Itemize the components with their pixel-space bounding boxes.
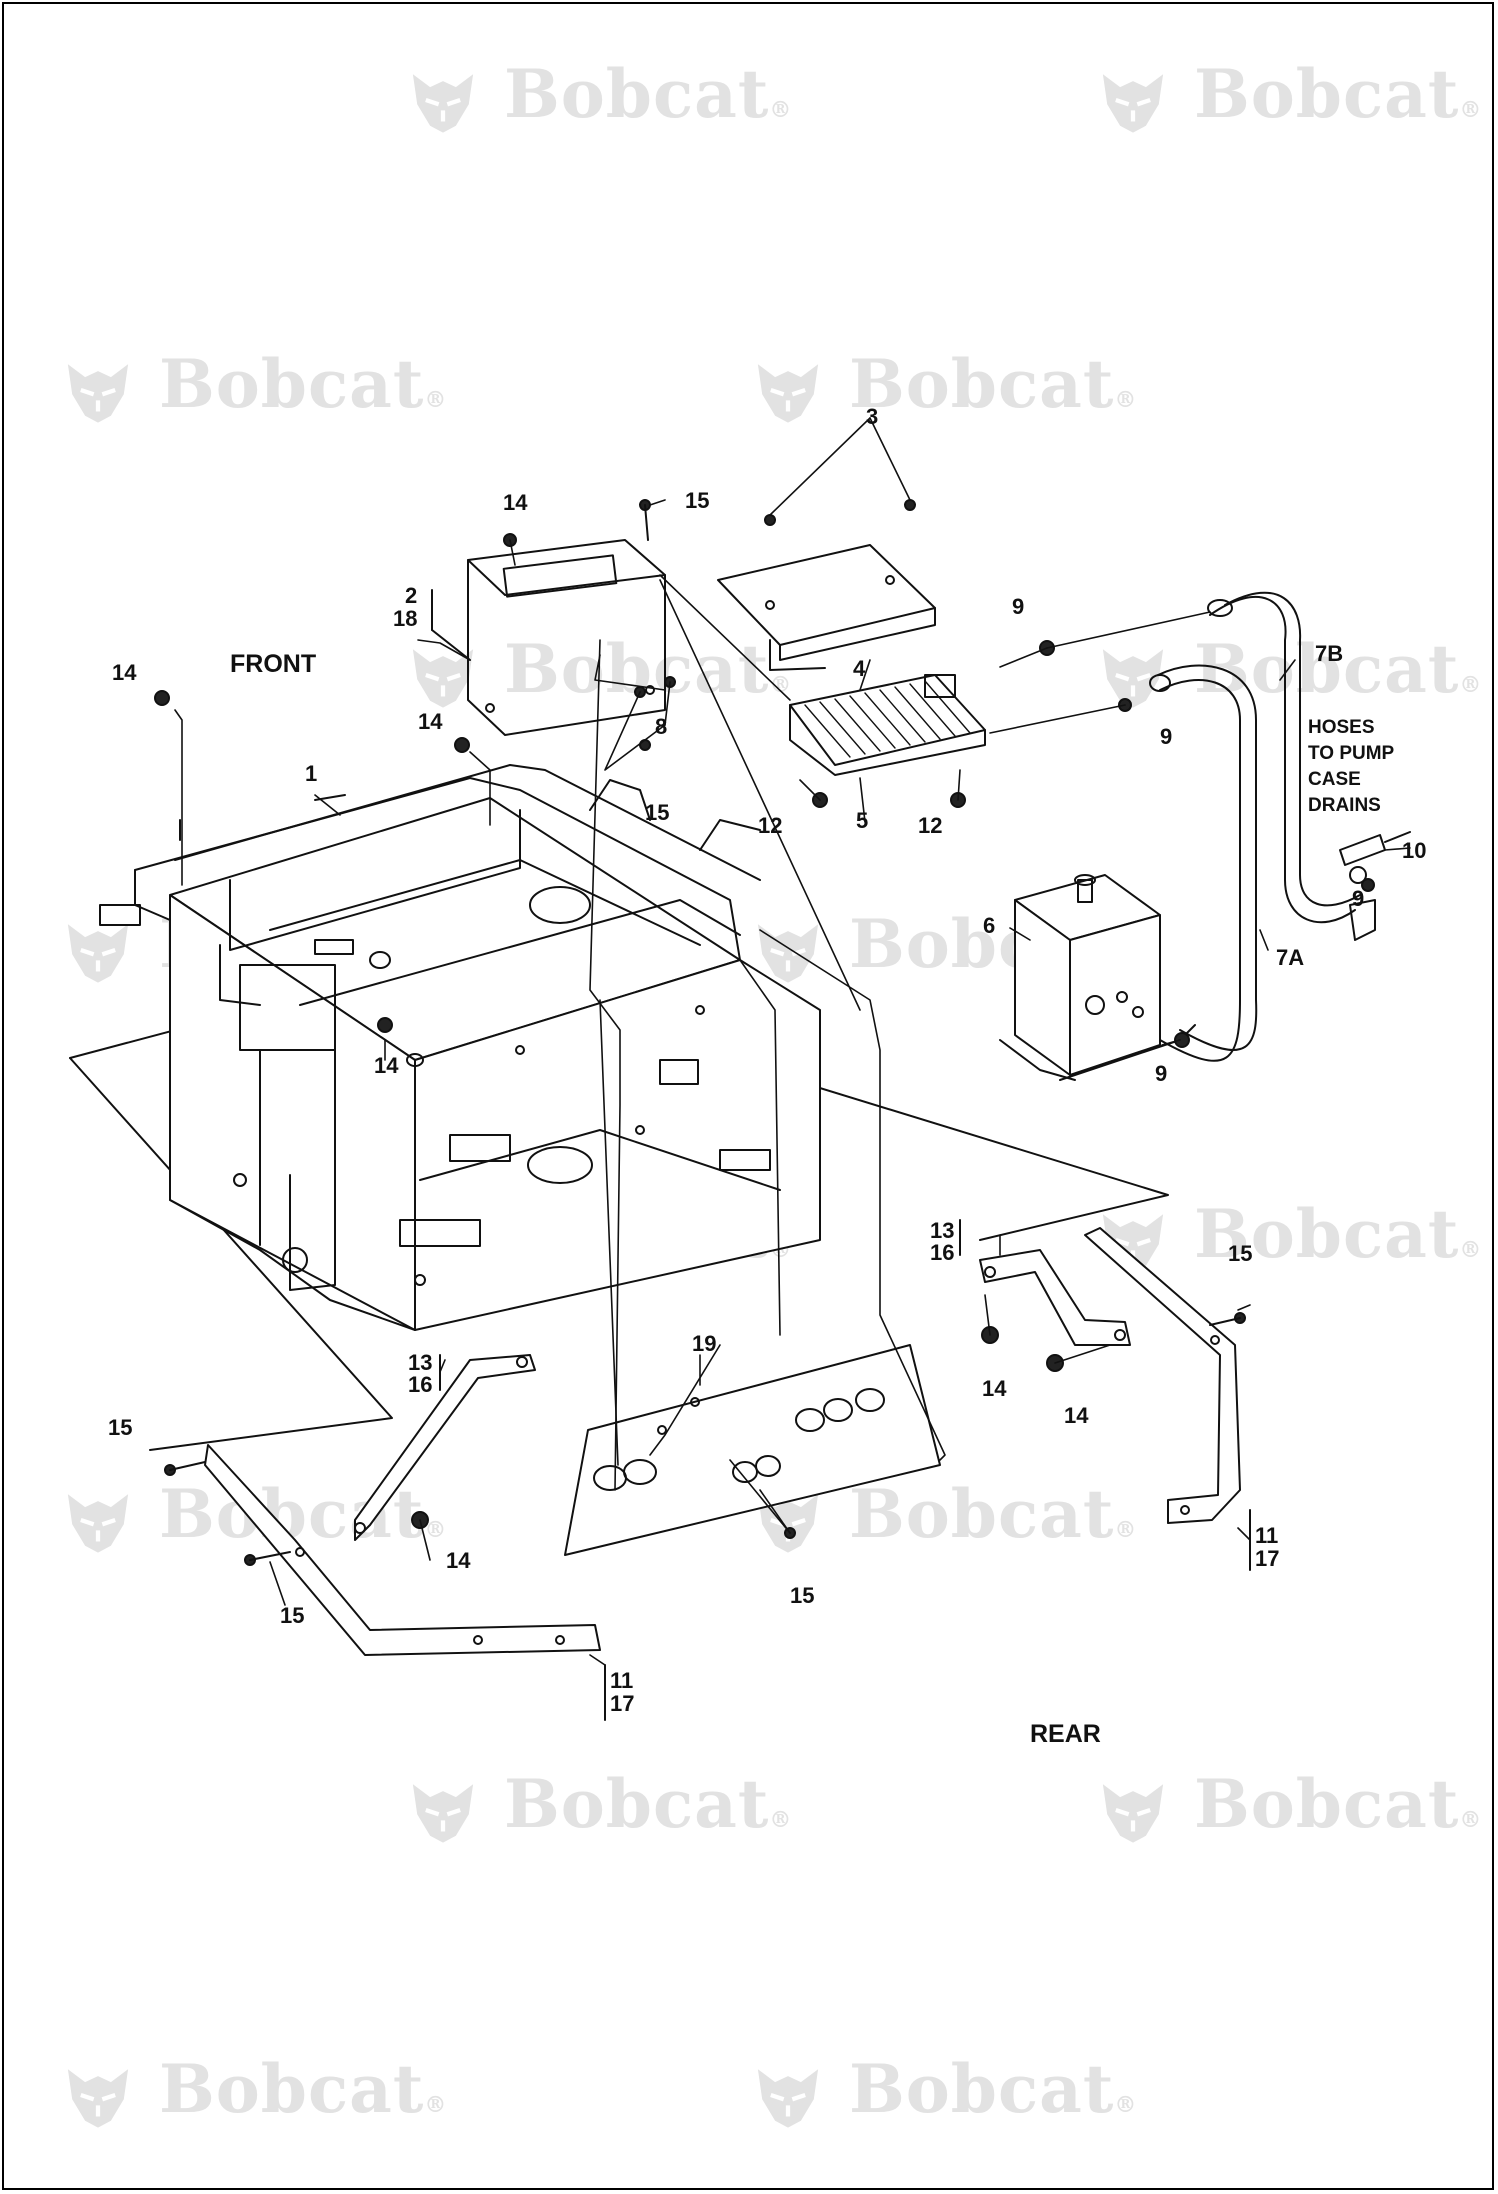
watermark: Bobcat® bbox=[400, 1765, 792, 1853]
callout-16: 16 bbox=[930, 1240, 955, 1265]
hoses-note-line: HOSES bbox=[1308, 717, 1375, 738]
callout-16: 16 bbox=[408, 1372, 433, 1397]
watermark: Bobcat® bbox=[400, 55, 792, 143]
fitting bbox=[1340, 832, 1410, 883]
bobcat-head-icon bbox=[67, 2069, 129, 2128]
leader-lines bbox=[175, 418, 1410, 1665]
right-support-bar bbox=[1085, 1228, 1240, 1523]
bobcat-head-icon bbox=[67, 924, 129, 983]
bobcat-head-icon bbox=[1102, 649, 1164, 708]
callout-12: 12 bbox=[758, 813, 783, 838]
cover-plate bbox=[468, 540, 665, 735]
callout-17: 17 bbox=[1255, 1546, 1280, 1571]
reservoir-tank bbox=[1000, 875, 1195, 1080]
callout-9: 9 bbox=[1352, 886, 1365, 911]
watermark: Bobcat® bbox=[1090, 1765, 1482, 1853]
watermark: Bobcat® bbox=[1090, 630, 1482, 718]
watermark: Bobcat® bbox=[55, 345, 447, 433]
callout-14: 14 bbox=[982, 1376, 1007, 1401]
hoses bbox=[1150, 593, 1375, 1061]
bobcat-head-icon bbox=[757, 364, 819, 423]
callout-2: 2 bbox=[405, 583, 418, 608]
hoses-note-line: DRAINS bbox=[1308, 795, 1381, 816]
callout-7b: 7B bbox=[1315, 641, 1344, 666]
callout-4: 4 bbox=[853, 656, 866, 681]
watermark: Bobcat® bbox=[1090, 55, 1482, 143]
watermark: Bobcat® bbox=[745, 2050, 1137, 2138]
callout-9: 9 bbox=[1155, 1061, 1168, 1086]
rear-label: REAR bbox=[1030, 1720, 1101, 1748]
callout-11: 11 bbox=[1255, 1523, 1279, 1548]
callout-14: 14 bbox=[374, 1053, 399, 1078]
callout-13: 13 bbox=[930, 1218, 955, 1243]
front-label: FRONT bbox=[230, 650, 317, 678]
callout-8: 8 bbox=[655, 714, 668, 739]
bobcat-head-icon bbox=[412, 1784, 474, 1843]
callout-9: 9 bbox=[1160, 724, 1173, 749]
side-panel bbox=[565, 1345, 940, 1555]
callout-11: 11 bbox=[610, 1668, 634, 1693]
callout-6: 6 bbox=[983, 913, 996, 938]
callout-14: 14 bbox=[418, 709, 443, 734]
callout-14: 14 bbox=[503, 490, 528, 515]
hoses-note-line: CASE bbox=[1308, 769, 1361, 790]
callout-3: 3 bbox=[866, 404, 879, 429]
oil-cooler bbox=[790, 675, 985, 775]
callout-15: 15 bbox=[280, 1603, 305, 1628]
bolt-shanks bbox=[170, 505, 1240, 1560]
watermark: Bobcat® bbox=[55, 2050, 447, 2138]
bobcat-head-icon bbox=[412, 649, 474, 708]
bobcat-head-icon bbox=[757, 2069, 819, 2128]
callout-15: 15 bbox=[790, 1583, 815, 1608]
callout-7a: 7A bbox=[1276, 945, 1305, 970]
bobcat-head-icon bbox=[67, 1494, 129, 1553]
callout-5: 5 bbox=[856, 808, 869, 833]
callout-15: 15 bbox=[685, 488, 710, 513]
bobcat-head-icon bbox=[1102, 1784, 1164, 1843]
callout-17: 17 bbox=[610, 1691, 635, 1716]
left-brace bbox=[355, 1355, 535, 1540]
left-support-bar bbox=[205, 1445, 600, 1655]
callout-brackets bbox=[432, 590, 1250, 1720]
callout-12: 12 bbox=[918, 813, 943, 838]
callout-15: 15 bbox=[1228, 1241, 1253, 1266]
callout-14: 14 bbox=[1064, 1403, 1089, 1428]
callout-15: 15 bbox=[645, 800, 670, 825]
right-brace bbox=[980, 1250, 1130, 1345]
callout-18: 18 bbox=[393, 606, 418, 631]
callout-1: 1 bbox=[305, 761, 318, 786]
main-frame bbox=[100, 765, 820, 1330]
callout-14: 14 bbox=[446, 1548, 471, 1573]
callout-10: 10 bbox=[1402, 838, 1427, 863]
hoses-note-line: TO PUMP bbox=[1308, 743, 1395, 764]
bobcat-head-icon bbox=[67, 364, 129, 423]
watermark: Bobcat® bbox=[745, 345, 1137, 433]
cooler-mount-plate bbox=[718, 545, 935, 670]
callout-19: 19 bbox=[692, 1331, 717, 1356]
hoses-note: HOSES TO PUMP CASE DRAINS bbox=[1308, 715, 1394, 819]
callout-14: 14 bbox=[112, 660, 137, 685]
callout-9: 9 bbox=[1012, 594, 1025, 619]
bobcat-head-icon bbox=[1102, 74, 1164, 133]
bobcat-head-icon bbox=[412, 74, 474, 133]
callout-13: 13 bbox=[408, 1350, 433, 1375]
callout-15: 15 bbox=[108, 1415, 133, 1440]
